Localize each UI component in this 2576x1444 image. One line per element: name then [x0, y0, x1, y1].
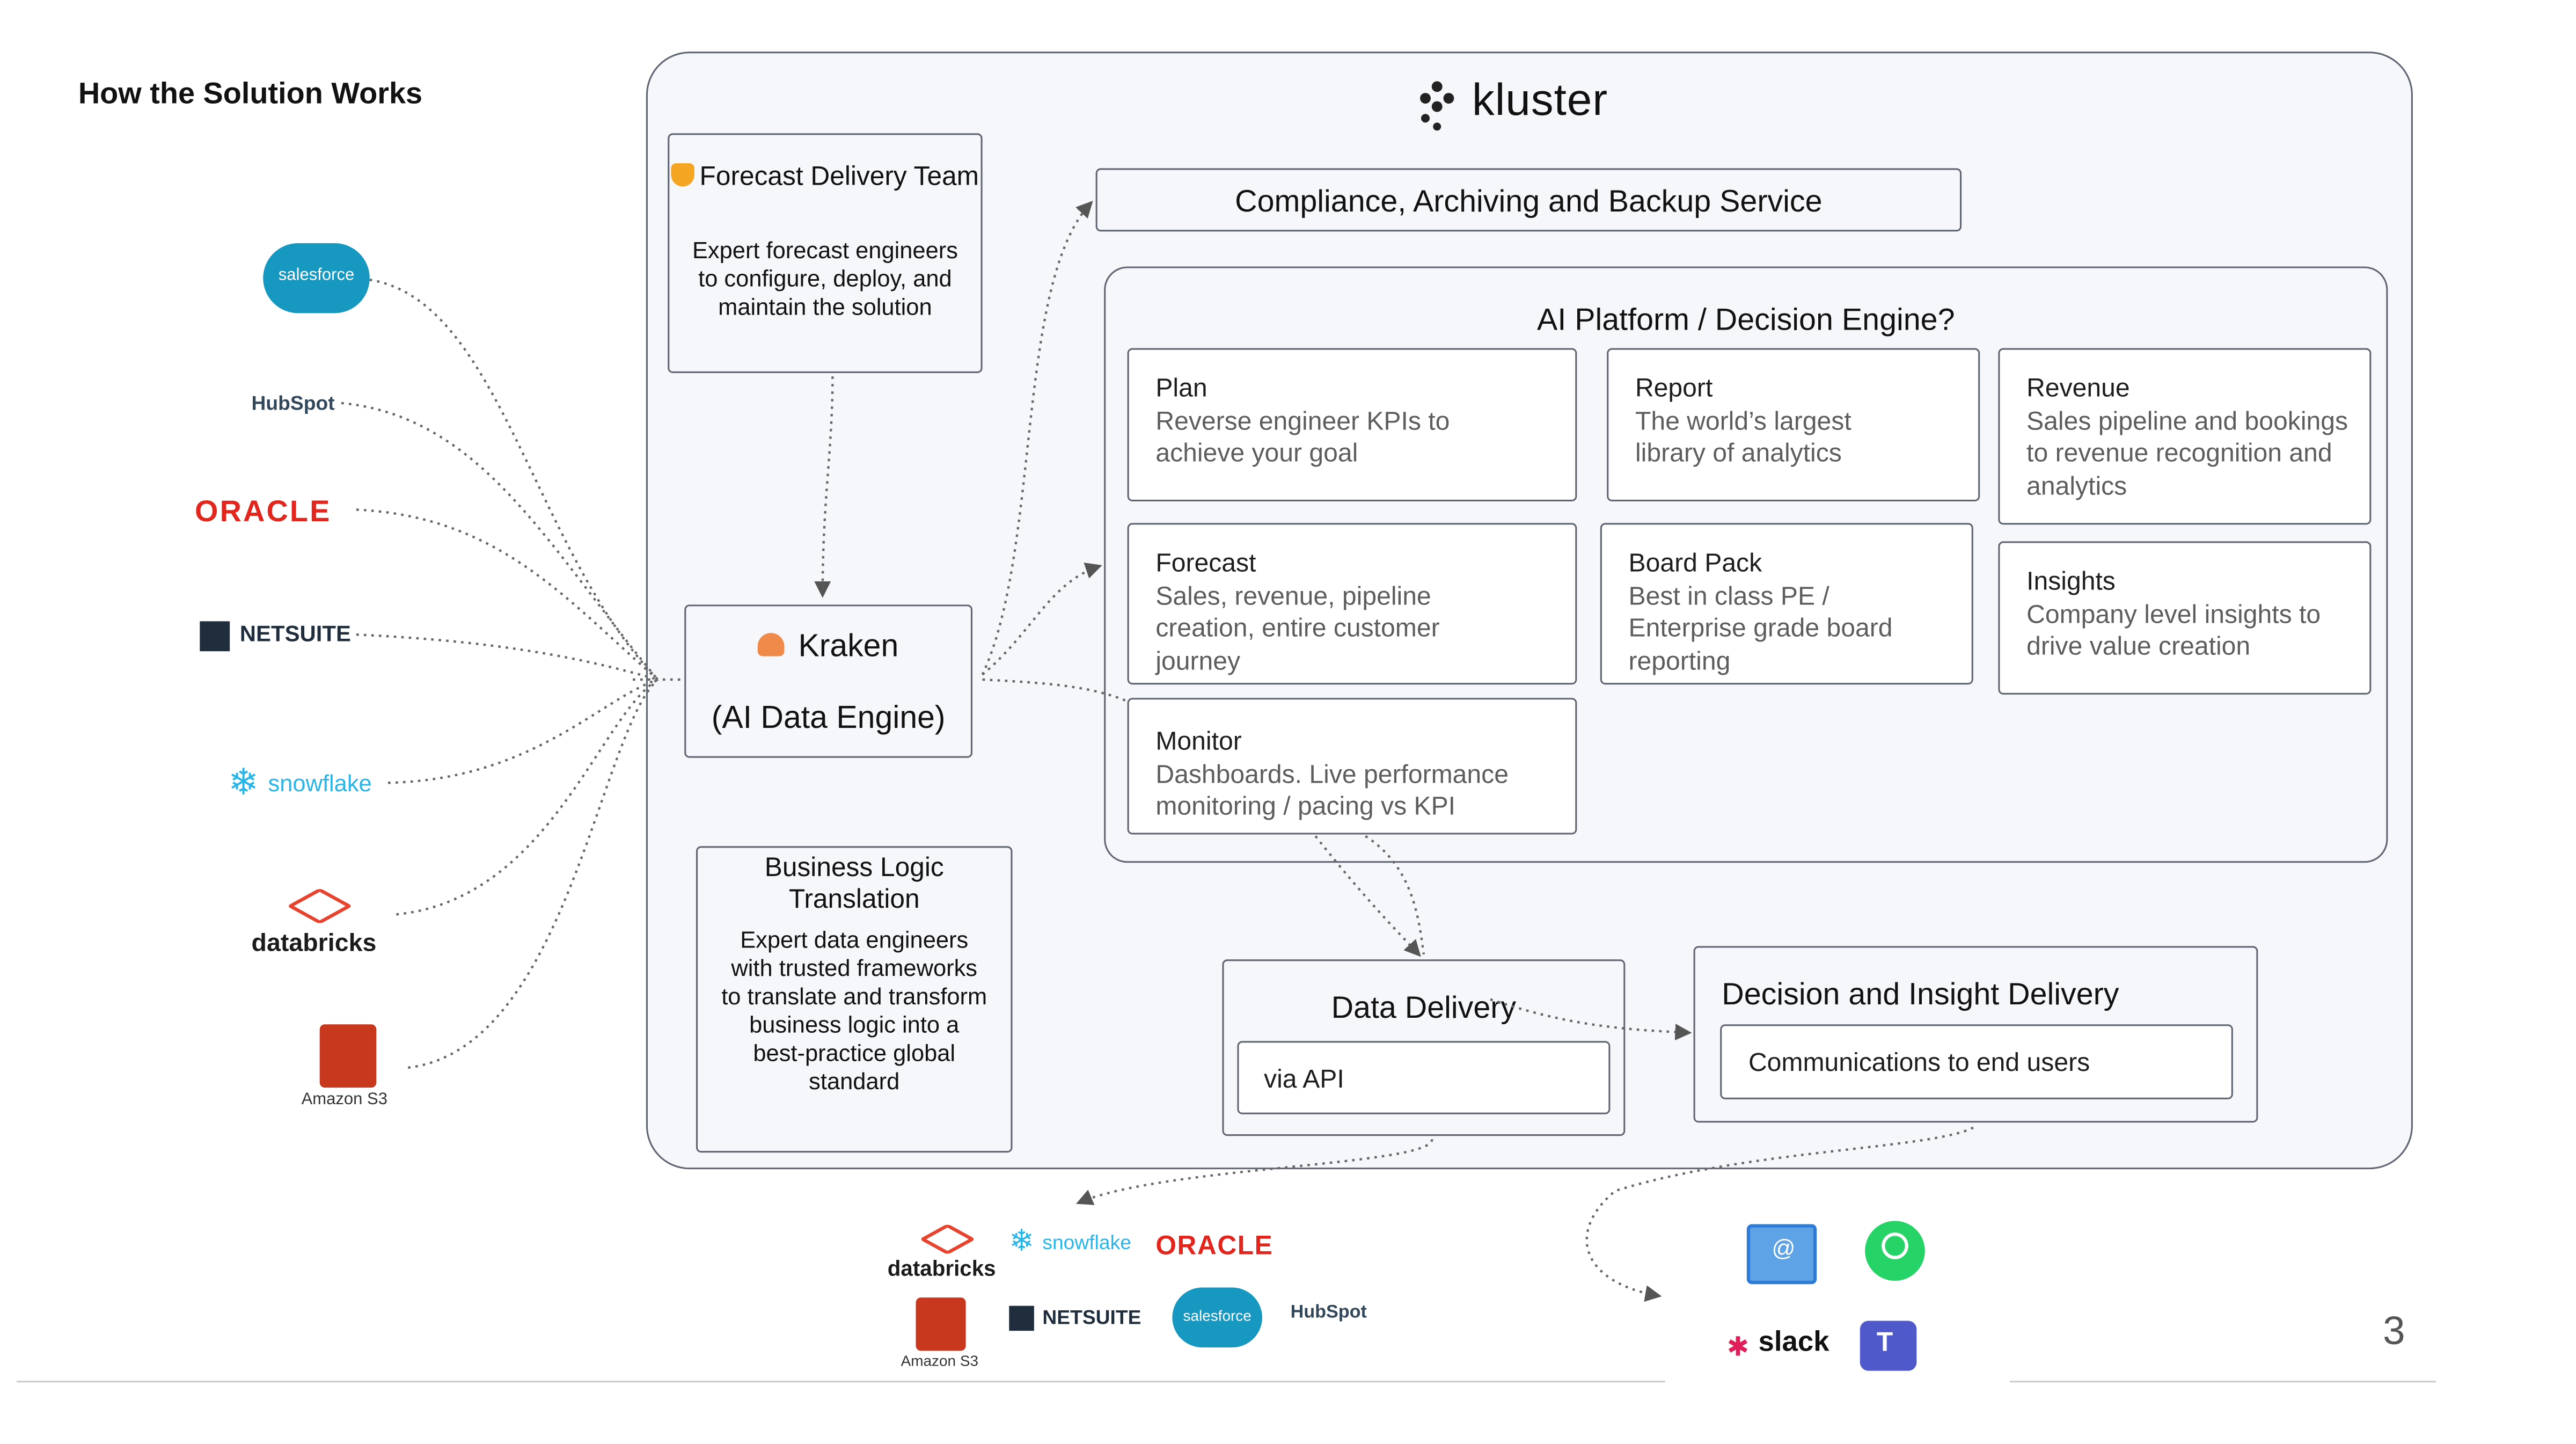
- forecast-team-title: Forecast Delivery Team: [699, 163, 979, 192]
- hubspot-logo-icon: HubSpot: [251, 391, 335, 415]
- kluster-wordmark: kluster: [1472, 75, 1608, 125]
- card-monitor-title: Monitor: [1155, 727, 1242, 756]
- kraken-subtitle: (AI Data Engine): [711, 701, 946, 736]
- card-insights[interactable]: Insights Company level insights to drive…: [1998, 541, 2372, 695]
- card-revenue-title: Revenue: [2026, 375, 2130, 403]
- business-logic-desc: Expert data engineers with trusted frame…: [721, 926, 987, 1095]
- slack-icon: ✱: [1726, 1334, 1750, 1363]
- data-delivery-title: Data Delivery: [1331, 989, 1517, 1025]
- card-plan-title: Plan: [1155, 375, 1208, 403]
- kluster-logo-icon: [1420, 81, 1454, 131]
- source-salesforce: salesforce: [278, 266, 355, 285]
- card-forecast-title: Forecast: [1155, 549, 1256, 578]
- kraken-title: Kraken: [798, 629, 899, 665]
- dest-databricks: databricks: [887, 1256, 996, 1281]
- card-board-pack[interactable]: Board Pack Best in class PE / Enterprise…: [1600, 523, 1973, 685]
- card-board-pack-desc: Best in class PE / Enterprise grade boar…: [1628, 582, 1893, 676]
- footer-divider-right: [2010, 1381, 2436, 1383]
- netsuite-logo-icon: [200, 621, 230, 652]
- business-logic-title: Business Logic Translation: [764, 854, 944, 915]
- amazon-s3-logo-icon: [916, 1297, 966, 1351]
- oracle-logo-icon: ORACLE: [195, 494, 332, 528]
- snowflake-logo-icon: ❄: [228, 761, 259, 803]
- footer-divider-left: [17, 1381, 1665, 1383]
- communications-label: Communications to end users: [1748, 1049, 2090, 1078]
- card-forecast[interactable]: Forecast Sales, revenue, pipeline creati…: [1127, 523, 1577, 685]
- via-api-label: via API: [1264, 1066, 1344, 1095]
- card-insights-desc: Company level insights to drive value cr…: [2026, 600, 2321, 661]
- compliance-box: Compliance, Archiving and Backup Service: [1095, 168, 1962, 232]
- card-board-pack-title: Board Pack: [1628, 549, 1762, 578]
- card-monitor-desc: Dashboards. Live performance monitoring …: [1155, 760, 1509, 821]
- business-logic-box: Business Logic Translation Expert data e…: [696, 846, 1013, 1153]
- source-netsuite: NETSUITE: [239, 621, 351, 646]
- amazon-s3-logo-icon: [319, 1024, 377, 1088]
- source-snowflake: snowflake: [268, 769, 372, 797]
- kraken-box: Kraken (AI Data Engine): [684, 604, 973, 758]
- source-amazon-s3: Amazon S3: [301, 1091, 388, 1110]
- card-report-desc: The world’s largest library of analytics: [1635, 407, 1851, 468]
- card-report[interactable]: Report The world’s largest library of an…: [1607, 348, 1980, 501]
- octopus-icon: [758, 633, 785, 657]
- page-title: How the Solution Works: [78, 76, 423, 110]
- dest-salesforce-logo: [1172, 1287, 1262, 1348]
- card-monitor[interactable]: Monitor Dashboards. Live performance mon…: [1127, 698, 1577, 835]
- databricks-logo: databricks: [250, 883, 390, 959]
- snowflake-logo-icon: ❄: [1009, 1224, 1035, 1258]
- dest-databricks-logo: databricks: [886, 1219, 1002, 1286]
- dest-salesforce: salesforce: [1183, 1307, 1252, 1324]
- card-revenue[interactable]: Revenue Sales pipeline and bookings to r…: [1998, 348, 2372, 525]
- salesforce-logo-icon: [263, 243, 370, 313]
- dest-amazon-s3-logo: Amazon S3: [896, 1297, 989, 1374]
- dest-hubspot-logo: HubSpot: [1290, 1302, 1367, 1323]
- dest-snowflake: snowflake: [1042, 1230, 1131, 1255]
- card-revenue-desc: Sales pipeline and bookings to revenue r…: [2026, 407, 2348, 501]
- dest-oracle-logo: ORACLE: [1155, 1232, 1274, 1261]
- ai-platform-title: AI Platform / Decision Engine?: [1537, 301, 1955, 337]
- via-api-box: via API: [1237, 1041, 1611, 1114]
- dest-amazon-s3: Amazon S3: [901, 1352, 978, 1369]
- card-report-title: Report: [1635, 375, 1713, 403]
- databricks-logo-icon: [919, 1223, 976, 1255]
- channel-slack: slack: [1758, 1325, 1829, 1358]
- email-icon: @: [1746, 1224, 1817, 1285]
- source-databricks: databricks: [251, 929, 377, 958]
- card-insights-title: Insights: [2026, 568, 2116, 596]
- whatsapp-icon: [1865, 1221, 1925, 1281]
- card-plan-desc: Reverse engineer KPIs to achieve your go…: [1155, 407, 1450, 468]
- netsuite-logo-icon: [1009, 1306, 1034, 1331]
- communications-box: Communications to end users: [1720, 1024, 2233, 1099]
- amazon-s3-logo: Amazon S3: [296, 1024, 403, 1116]
- teams-icon: T: [1860, 1321, 1917, 1371]
- page-number: 3: [2383, 1309, 2405, 1354]
- decision-delivery-title: Decision and Insight Delivery: [1722, 976, 2119, 1011]
- compliance-title: Compliance, Archiving and Backup Service: [1235, 183, 1823, 218]
- shield-icon: [671, 163, 695, 187]
- card-plan[interactable]: Plan Reverse engineer KPIs to achieve yo…: [1127, 348, 1577, 501]
- card-forecast-desc: Sales, revenue, pipeline creation, entir…: [1155, 582, 1440, 676]
- databricks-logo-icon: [287, 888, 353, 924]
- dest-netsuite: NETSUITE: [1042, 1306, 1141, 1330]
- forecast-team-desc: Expert forecast engineers to configure, …: [692, 236, 958, 320]
- forecast-delivery-team-box: Forecast Delivery Team Expert forecast e…: [668, 133, 983, 374]
